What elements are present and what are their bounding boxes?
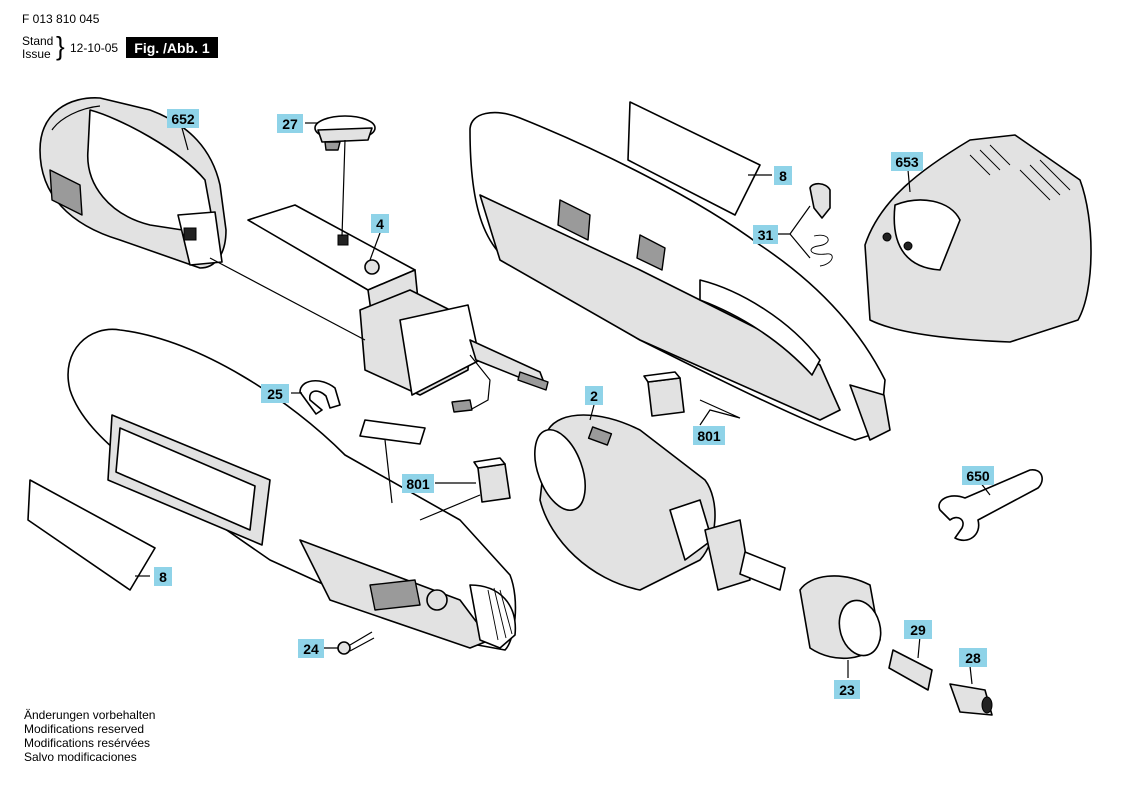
nose-cap-part bbox=[799, 575, 882, 660]
clip-part bbox=[299, 380, 341, 415]
housing-upper-part bbox=[469, 111, 891, 441]
issue-date: 12-10-05 bbox=[70, 41, 119, 55]
screw-part bbox=[337, 631, 375, 655]
callout-8-left: 8 bbox=[154, 567, 172, 586]
foam-strip-left-part bbox=[359, 419, 511, 503]
callout-8-right: 8 bbox=[774, 166, 792, 185]
housing-lower-part bbox=[67, 328, 517, 651]
doc-number: F 013 810 045 bbox=[22, 12, 100, 26]
issue-label: Issue bbox=[22, 47, 51, 61]
note-es: Salvo modificaciones bbox=[24, 750, 137, 764]
leader-lines bbox=[135, 122, 991, 685]
callout-653: 653 bbox=[891, 152, 923, 171]
callout-4: 4 bbox=[371, 214, 389, 233]
callout-24: 24 bbox=[298, 639, 324, 658]
motor-part bbox=[534, 414, 786, 591]
brace-glyph: } bbox=[56, 31, 65, 61]
callout-27: 27 bbox=[277, 114, 303, 133]
battery-pack-part bbox=[39, 97, 227, 269]
callout-28: 28 bbox=[959, 648, 987, 667]
modification-notes: Änderungen vorbehalten Modifications res… bbox=[24, 708, 155, 764]
film-sheet-right-part bbox=[627, 101, 761, 216]
switch-board-part bbox=[247, 204, 549, 413]
callout-801-left: 801 bbox=[402, 474, 434, 493]
callout-2: 2 bbox=[585, 386, 603, 405]
note-de: Änderungen vorbehalten bbox=[24, 708, 156, 722]
note-fr: Modifications resérvées bbox=[24, 736, 151, 750]
callout-23: 23 bbox=[834, 680, 860, 699]
callout-29: 29 bbox=[904, 620, 932, 639]
callout-25: 25 bbox=[261, 384, 289, 403]
collet-nut-part bbox=[949, 683, 993, 716]
callout-650: 650 bbox=[962, 466, 994, 485]
callout-31: 31 bbox=[753, 225, 778, 244]
collet-part bbox=[888, 649, 933, 691]
switch-cap-part bbox=[314, 115, 376, 151]
film-sheet-left-part bbox=[27, 479, 156, 591]
callout-652: 652 bbox=[167, 109, 199, 128]
knob-spring-part bbox=[809, 182, 833, 267]
foam-block-right-part bbox=[643, 371, 685, 417]
figure-badge: Fig. /Abb. 1 bbox=[126, 37, 218, 58]
charger-part bbox=[864, 134, 1092, 343]
callout-801-right: 801 bbox=[693, 426, 725, 445]
note-en: Modifications reserved bbox=[24, 722, 145, 736]
stand-label: Stand bbox=[22, 34, 54, 48]
wrench-part bbox=[938, 469, 1043, 542]
